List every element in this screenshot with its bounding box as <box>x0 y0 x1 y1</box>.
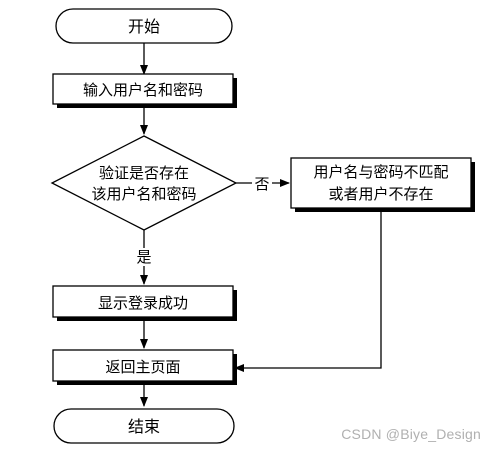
success-node: 显示登录成功 <box>52 285 237 321</box>
decision-label-line2: 该用户名和密码 <box>91 185 196 203</box>
input-label: 输入用户名和密码 <box>83 81 203 99</box>
end-label: 结束 <box>128 417 160 436</box>
connector-error-return <box>234 208 382 372</box>
no-branch-label: 否 <box>254 175 269 193</box>
watermark-text: CSDN @Biye_Design <box>341 426 481 442</box>
input-node: 输入用户名和密码 <box>52 73 237 108</box>
end-node: 结束 <box>53 408 235 444</box>
start-node: 开始 <box>55 8 233 44</box>
return-home-node: 返回主页面 <box>52 349 237 385</box>
error-label-line1: 用户名与密码不匹配 <box>313 163 448 181</box>
start-label: 开始 <box>128 17 160 36</box>
error-label-line2: 或者用户不存在 <box>328 185 433 203</box>
decision-node: 验证是否存在 该用户名和密码 <box>50 135 238 231</box>
yes-branch-label: 是 <box>136 248 151 266</box>
decision-label-line1: 验证是否存在 <box>99 164 189 182</box>
return-home-label: 返回主页面 <box>105 358 180 376</box>
success-label: 显示登录成功 <box>98 294 188 312</box>
error-node: 用户名与密码不匹配 或者用户不存在 <box>290 157 475 212</box>
